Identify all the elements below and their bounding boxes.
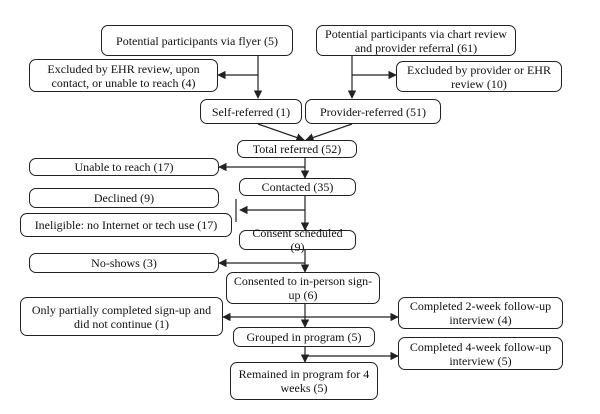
- node-excluded-provider: Excluded by provider or EHR review (10): [396, 61, 562, 92]
- node-chart-referral-label: Potential participants via chart review …: [325, 26, 507, 55]
- node-remained-label: Remained in program for 4 weeks (5): [238, 367, 370, 395]
- node-grouped-label: Grouped in program (5): [246, 330, 362, 344]
- node-grouped: Grouped in program (5): [233, 327, 375, 347]
- node-declined-label: Declined (9): [93, 191, 155, 205]
- node-contacted: Contacted (35): [239, 178, 356, 196]
- node-self-referred: Self-referred (1): [200, 99, 302, 124]
- node-followup-4wk-label: Completed 4-week follow-up interview (5): [409, 339, 552, 368]
- node-partial-signup: Only partially completed sign-up and did…: [20, 297, 223, 336]
- node-consented: Consented to in-person sign-up (6): [226, 272, 380, 304]
- node-declined: Declined (9): [29, 188, 219, 208]
- node-self-referred-label: Self-referred (1): [211, 104, 291, 119]
- node-unable-to-reach: Unable to reach (17): [29, 158, 219, 176]
- arrow-self-to-total: [257, 123, 305, 142]
- node-excluded-provider-label: Excluded by provider or EHR review (10): [407, 62, 551, 91]
- node-flyer-label: Potential participants via flyer (5): [116, 33, 278, 48]
- node-consent-scheduled-label: Consent scheduled (9): [252, 226, 343, 254]
- node-excluded-ehr-label: Excluded by EHR review, upon contact, or…: [47, 61, 200, 90]
- node-followup-4wk: Completed 4-week follow-up interview (5): [398, 337, 563, 370]
- arrow-provider-to-total: [305, 123, 353, 142]
- node-flyer: Potential participants via flyer (5): [101, 25, 293, 56]
- node-total-referred: Total referred (52): [237, 140, 357, 158]
- node-no-shows: No-shows (3): [29, 253, 219, 273]
- node-provider-referred-label: Provider-referred (51): [319, 104, 427, 119]
- node-partial-signup-label: Only partially completed sign-up and did…: [31, 302, 212, 331]
- node-followup-2wk: Completed 2-week follow-up interview (4): [398, 297, 563, 329]
- node-contacted-label: Contacted (35): [261, 180, 334, 194]
- node-ineligible-label: Ineligible: no Internet or tech use (17): [34, 218, 218, 232]
- node-provider-referred: Provider-referred (51): [305, 99, 441, 124]
- node-ineligible: Ineligible: no Internet or tech use (17): [20, 213, 232, 237]
- node-remained: Remained in program for 4 weeks (5): [230, 362, 378, 400]
- node-chart-referral: Potential participants via chart review …: [316, 25, 516, 56]
- node-unable-to-reach-label: Unable to reach (17): [74, 160, 174, 174]
- node-excluded-ehr: Excluded by EHR review, upon contact, or…: [29, 59, 218, 92]
- node-total-referred-label: Total referred (52): [252, 142, 342, 156]
- node-no-shows-label: No-shows (3): [91, 256, 157, 270]
- node-followup-2wk-label: Completed 2-week follow-up interview (4): [409, 299, 552, 327]
- node-consented-label: Consented to in-person sign-up (6): [233, 274, 373, 302]
- node-consent-scheduled: Consent scheduled (9): [239, 226, 356, 254]
